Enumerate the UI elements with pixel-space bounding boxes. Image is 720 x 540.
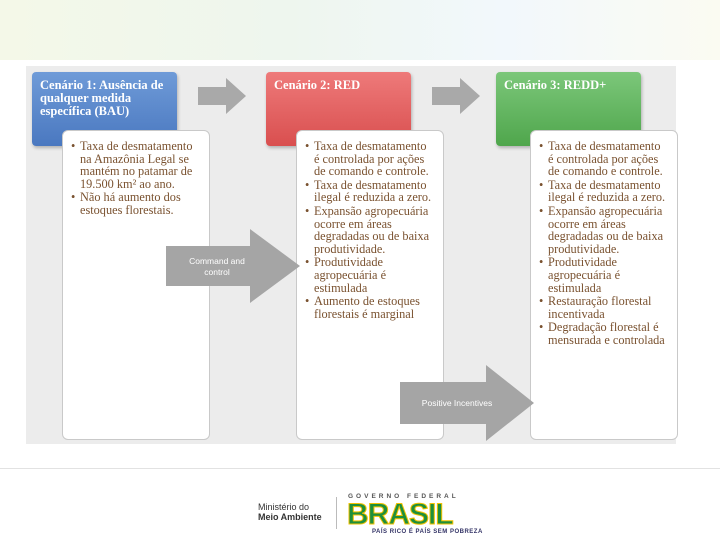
scenario-2-bullet: Aumento de estoques florestais é margina…: [305, 295, 435, 320]
command-control-arrow: [166, 229, 300, 303]
governo-federal-text: GOVERNO FEDERAL: [348, 493, 459, 500]
scenario-1-bullet: Não há aumento dos estoques florestais.: [71, 191, 201, 216]
scenario-2-bullet: Taxa de desmatamento é controlada por aç…: [305, 140, 435, 178]
scenario-3-bullet: Taxa de desmatamento é controlada por aç…: [539, 140, 669, 178]
brasil-logo: BRASIL: [347, 498, 455, 531]
header-arrow-1: [198, 78, 246, 114]
scenario-3-bullet: Taxa de desmatamento ilegal é reduzida a…: [539, 178, 669, 204]
scenario-3-bullet: Produtividade agropecuária é estimulada: [539, 256, 669, 294]
brasil-slogan: PAÍS RICO É PAÍS SEM POBREZA: [372, 529, 483, 535]
top-decorative-band: [0, 0, 720, 60]
ministry-line-2: Meio Ambiente: [258, 512, 322, 522]
scenario-3-bullet: Expansão agropecuária ocorre em áreas de…: [539, 205, 669, 255]
positive-incentives-arrow: [400, 365, 534, 441]
scenario-2-bullet: Expansão agropecuária ocorre em áreas de…: [305, 205, 435, 255]
scenario-2-bullet: Taxa de desmatamento ilegal é reduzida a…: [305, 178, 435, 204]
footer-divider: [0, 468, 720, 469]
scenario-3-card: Taxa de desmatamento é controlada por aç…: [530, 130, 678, 440]
ministry-logo-text: Ministério do Meio Ambiente: [258, 502, 322, 522]
scenario-1-bullet: Taxa de desmatamento na Amazônia Legal s…: [71, 140, 201, 190]
scenario-2-card: Taxa de desmatamento é controlada por aç…: [296, 130, 444, 440]
header-arrow-2: [432, 78, 480, 114]
scenario-2-bullet: Produtividade agropecuária é estimulada: [305, 256, 435, 294]
command-control-label: Command and control: [189, 256, 245, 277]
positive-incentives-label: Positive Incentives: [421, 398, 493, 408]
brasil-wordmark: BRASIL: [347, 498, 455, 531]
ministry-line-1: Ministério do: [258, 502, 310, 512]
footer-logo-divider: [336, 497, 337, 529]
scenario-3-bullet: Degradação florestal é mensurada e contr…: [539, 321, 669, 346]
scenario-3-bullet: Restauração florestal incentivada: [539, 295, 669, 320]
